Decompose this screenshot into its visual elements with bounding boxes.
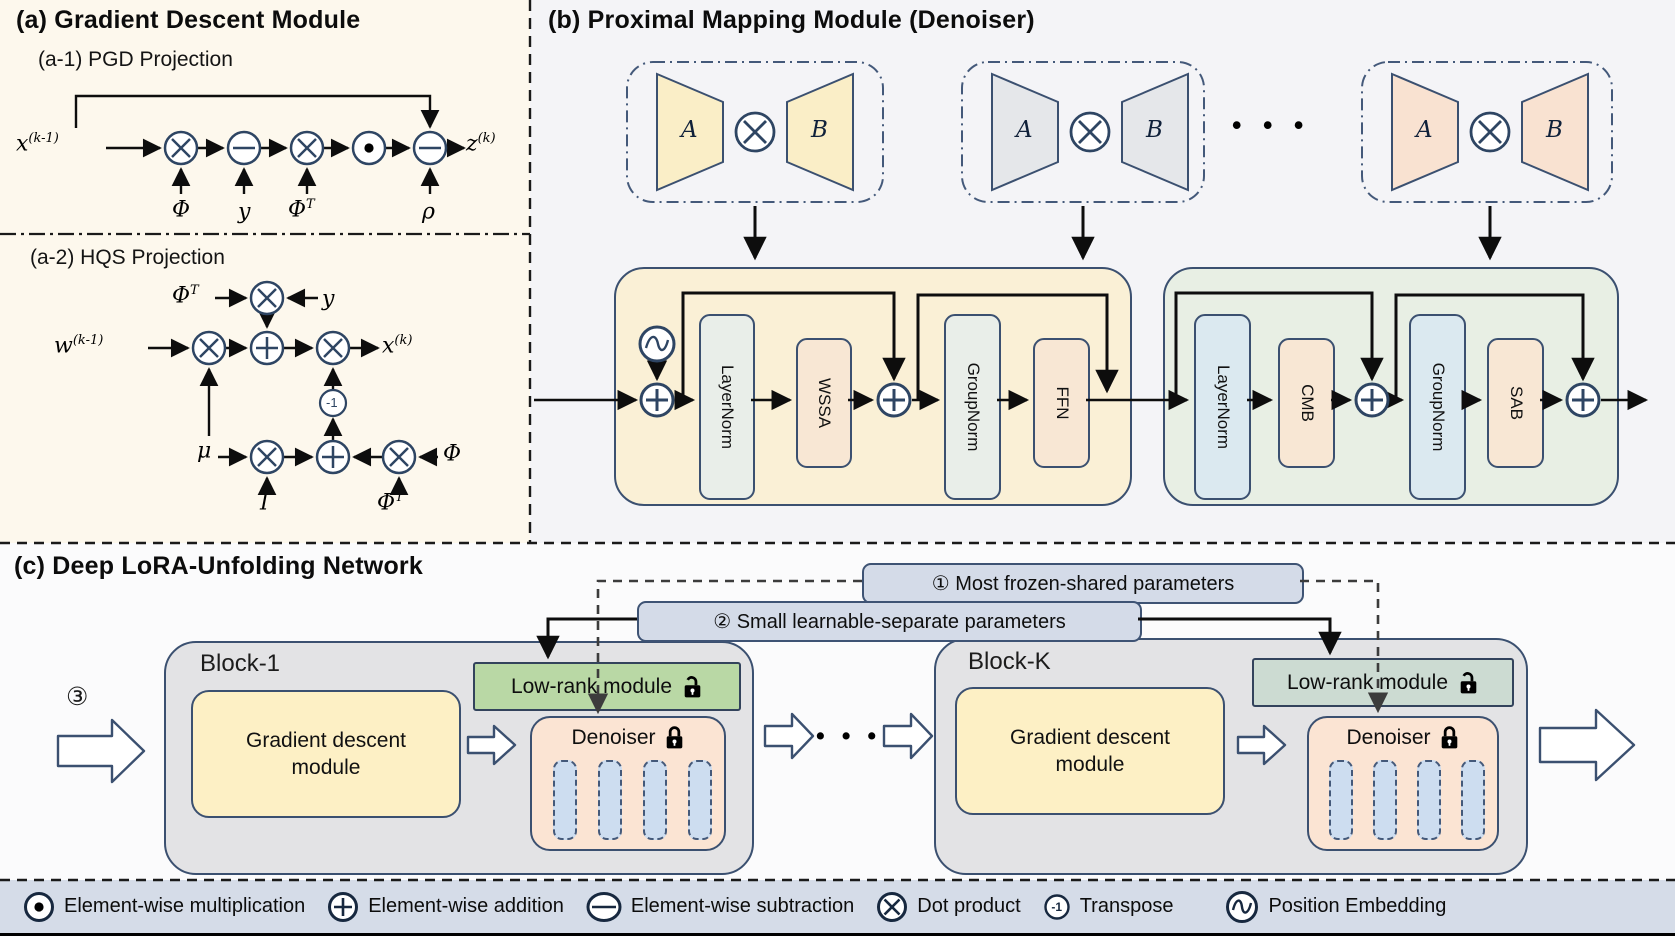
add-icon [326,890,360,924]
denoiser-label: Denoiser [1346,726,1431,749]
lora-a-label: A [1016,117,1033,143]
inverse-icon-text: -1 [1051,899,1063,914]
legend-item: Element-wise multiplication [22,890,305,924]
denoiser-label: Denoiser [571,726,656,749]
layernorm-label: LayerNorm [1213,364,1233,450]
legend-item: Element-wise addition [326,890,564,924]
low-rank-module-box: Low-rank module [473,662,741,711]
panel-c-title: (c) Deep LoRA-Unfolding Network [14,552,423,580]
legend-item: -1 Transpose [1042,892,1174,922]
legend-label: Element-wise addition [368,895,564,917]
denoiser-box: Denoiser [1307,716,1499,851]
ffn-label: FFN [1052,386,1072,420]
cmb-box: CMB [1278,338,1335,468]
legend-bar: Element-wise multiplication Element-wise… [0,880,1675,933]
pgd-param-phiT: ΦT [288,197,315,223]
pgd-input-label: x(k-1) [16,131,59,157]
pgd-subtitle: (a-1) PGD Projection [38,48,233,71]
annotation-learnable-separate: ② Small learnable-separate parameters [637,601,1142,642]
low-rank-module-box: Low-rank module [1252,658,1514,707]
lock-icon [1441,726,1457,749]
legend-item: Element-wise subtraction [585,890,854,924]
legend-label: Position Embedding [1268,895,1447,917]
legend-item: Dot product [875,890,1021,924]
wssa-label: WSSA [815,377,834,429]
position-embedding-icon [1224,889,1260,925]
lora-a-label: A [681,117,698,143]
hqs-input-label: w(k-1) [54,333,104,359]
annotation-frozen-shared: ① Most frozen-shared parameters [862,563,1304,604]
ffn-box: FFN [1033,338,1090,468]
legend-label: Element-wise multiplication [64,895,306,917]
panel-b-title: (b) Proximal Mapping Module (Denoiser) [548,6,1035,34]
low-rank-module-label: Low-rank module [1286,670,1449,694]
elementwise-multiply-icon [22,890,56,924]
hqs-mu-label: μ [197,438,212,464]
dot-product-icon [875,890,909,924]
hqs-phi-label: Φ [443,441,462,467]
unlock-icon [684,675,701,697]
frozen-layer-pill [553,760,577,840]
low-rank-module-label: Low-rank module [510,674,673,698]
frozen-layer-pill [643,760,667,840]
sab-box: SAB [1487,338,1544,468]
layernorm-label: LayerNorm [718,364,737,450]
hqs-y-label: y [322,286,335,312]
pgd-param-rho: ρ [422,199,435,225]
panel-a-title: (a) Gradient Descent Module [16,6,361,34]
lora-b-label: B [811,117,828,143]
lora-b-label: B [1546,117,1563,143]
legend-item: Position Embedding [1224,889,1446,925]
hqs-subtitle: (a-2) HQS Projection [30,246,225,269]
frozen-layer-pill [1461,760,1485,840]
groupnorm-label: GroupNorm [1428,362,1448,452]
lock-icon [666,726,682,749]
block-ellipsis: • • • [816,722,882,750]
frozen-layer-pill [1373,760,1397,840]
inverse-icon: -1 [1042,892,1072,922]
layernorm-box: LayerNorm [1194,314,1251,500]
gradient-descent-module-box: Gradient descent module [191,690,461,818]
denoiser-header: Denoiser [1309,725,1497,751]
denoiser-box: Denoiser [530,716,726,851]
input-marker: ③ [66,683,89,711]
wssa-box: WSSA [796,338,852,468]
legend-label: Element-wise subtraction [630,895,855,917]
lora-b-label: B [1146,117,1163,143]
block-1-name: Block-1 [200,650,281,677]
lora-a-label: A [1416,117,1433,143]
subtract-icon [585,890,623,924]
lora-ellipsis: • • • [1232,110,1311,140]
cmb-label: CMB [1297,384,1317,422]
legend-label: Dot product [917,895,1021,917]
groupnorm-label: GroupNorm [963,362,983,452]
hqs-phiT-top-label: ΦT [172,283,199,309]
frozen-layer-pill [688,760,712,840]
layernorm-box: LayerNorm [699,314,755,500]
groupnorm-box: GroupNorm [1409,314,1466,500]
frozen-layer-pill [598,760,622,840]
frozen-layer-pill [1329,760,1353,840]
hqs-inverse-label: -1 [326,395,338,410]
pgd-param-y: y [238,199,251,225]
hqs-identity-label: I [260,490,269,516]
pgd-output-label: z(k) [466,131,496,157]
hqs-phiT-bottom-label: ΦT [377,490,404,516]
groupnorm-box: GroupNorm [944,314,1001,500]
unlock-icon [1460,671,1477,693]
hqs-output-label: x(k) [382,333,413,359]
legend-label: Transpose [1079,895,1174,917]
gradient-descent-module-box: Gradient descent module [955,687,1225,815]
block-k-name: Block-K [968,648,1051,675]
denoiser-header: Denoiser [532,725,724,751]
pgd-param-phi: Φ [172,197,191,223]
sab-label: SAB [1506,385,1526,421]
frozen-layer-pill [1417,760,1441,840]
